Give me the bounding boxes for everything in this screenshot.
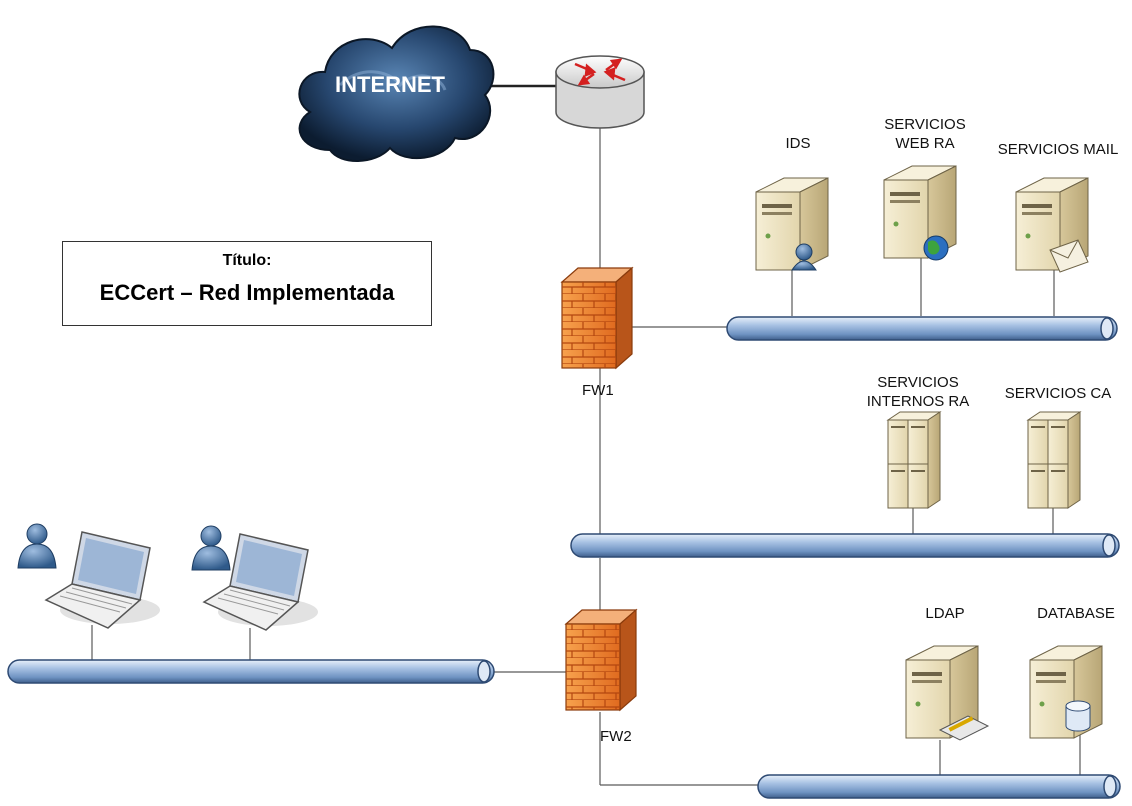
laptop-user-1-icon xyxy=(17,523,160,629)
lan-dmz xyxy=(726,316,1118,341)
internos-ra-label-line2: INTERNOS RA xyxy=(866,393,970,410)
firewall-fw1-icon xyxy=(560,266,634,370)
title-label: Título: xyxy=(222,252,272,269)
ids-server-icon xyxy=(755,177,829,271)
database-label: DATABASE xyxy=(1037,605,1115,622)
lan-data xyxy=(757,774,1121,799)
fw2-label: FW2 xyxy=(600,728,632,745)
ca-label: SERVICIOS CA xyxy=(1004,385,1112,402)
mail-label: SERVICIOS MAIL xyxy=(997,141,1119,158)
internet-label: INTERNET xyxy=(335,72,445,97)
laptop-user-2-icon xyxy=(191,525,318,631)
ids-label: IDS xyxy=(785,135,811,152)
database-server-icon xyxy=(1029,645,1103,739)
firewall-fw2-icon xyxy=(564,608,638,712)
web-ra-label-line2: WEB RA xyxy=(895,135,955,152)
ldap-server-icon xyxy=(905,645,990,741)
title-box: Título: ECCert – Red Implementada xyxy=(62,241,432,326)
internos-ra-label-line1: SERVICIOS xyxy=(877,374,959,391)
web-ra-label-line1: SERVICIOS xyxy=(884,116,966,133)
ldap-label: LDAP xyxy=(925,605,965,622)
internos-ra-server-icon xyxy=(886,411,942,509)
lan-internal xyxy=(570,533,1120,558)
web-ra-server-icon xyxy=(883,165,957,261)
internet-cloud-icon xyxy=(298,25,495,162)
router-icon xyxy=(555,55,645,129)
lan-users xyxy=(7,659,495,684)
fw1-label: FW1 xyxy=(582,382,614,399)
diagram-title: ECCert – Red Implementada xyxy=(99,280,395,305)
mail-server-icon xyxy=(1015,177,1089,273)
ca-server-icon xyxy=(1026,411,1082,509)
